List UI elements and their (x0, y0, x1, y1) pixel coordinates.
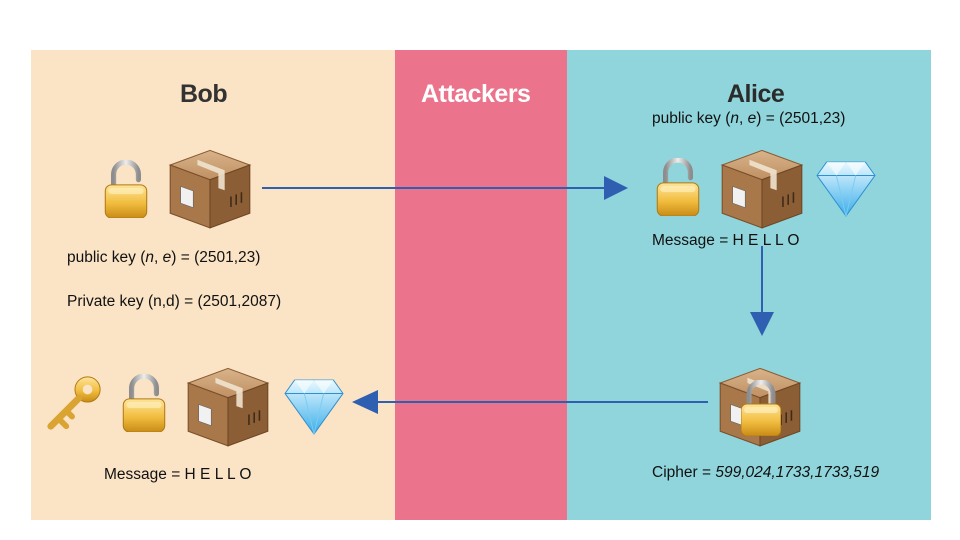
alice-cipher: Cipher = 599,024,1733,1733,519 (652, 464, 880, 481)
alice-title: Alice (727, 80, 785, 108)
bob-message: Message = H E L L O (104, 466, 252, 483)
attackers-title: Attackers (421, 80, 531, 108)
alice-public-key: public key (n, e) = (2501,23) (652, 110, 846, 127)
arrow-bob-to-alice (262, 176, 628, 200)
bob-title: Bob (180, 80, 228, 108)
attackers-column (395, 50, 567, 520)
arrow-alice-down (750, 246, 774, 336)
alice-message: Message = H E L L O (652, 232, 800, 249)
arrow-alice-to-bob (352, 390, 708, 414)
closed-padlock-icon (741, 380, 781, 436)
bob-private-key: Private key (n,d) = (2501,2087) (67, 293, 282, 310)
bob-public-key: public key (n, e) = (2501,23) (67, 249, 261, 266)
bob-column (31, 50, 395, 520)
